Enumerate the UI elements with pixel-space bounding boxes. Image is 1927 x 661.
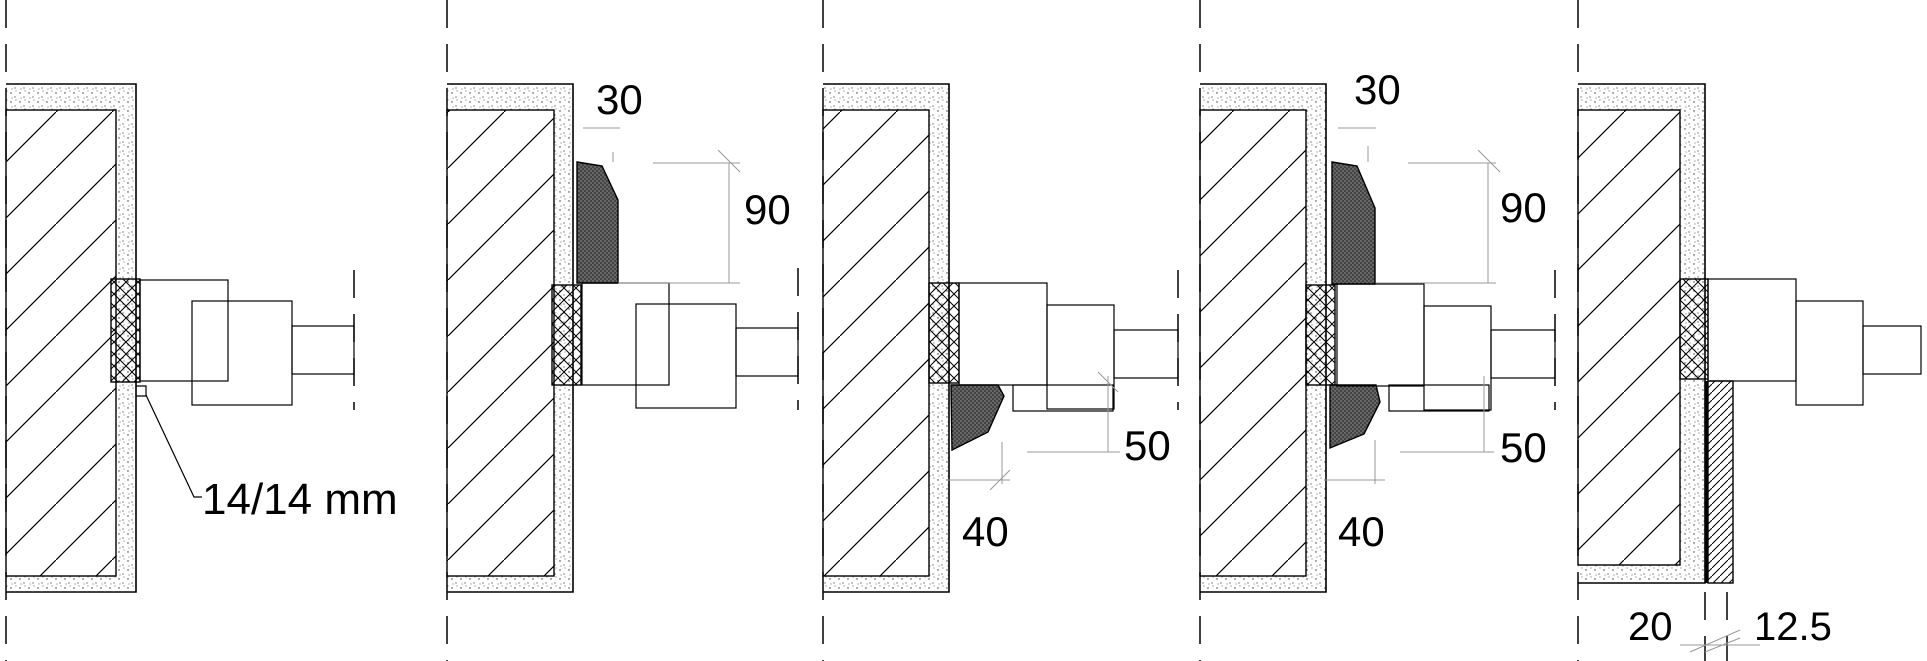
insulation-strip (1679, 278, 1709, 380)
gap-marker (136, 385, 147, 397)
window-sash (635, 303, 737, 409)
sealant-bottom (1329, 384, 1381, 450)
panel-4: 30 90 50 40 (1199, 0, 1556, 661)
dim-label-40: 40 (1338, 508, 1385, 555)
sash-bottom (1388, 384, 1490, 412)
insulation-strip (928, 282, 960, 384)
sealant-top (1331, 161, 1376, 285)
lining-board (1707, 380, 1734, 584)
dim-tick (1477, 149, 1501, 173)
dim-label-12-5: 12.5 (1754, 605, 1832, 649)
glazing (291, 325, 355, 375)
sealant-bottom (950, 384, 1005, 452)
dim-label-90: 90 (1500, 184, 1547, 231)
masonry-wall (5, 109, 117, 577)
window-sash (1423, 305, 1492, 411)
plaster-layer (1578, 84, 1705, 583)
leader-line (145, 394, 202, 498)
glazing (1113, 329, 1179, 379)
glazing (1862, 325, 1922, 375)
masonry-wall (1199, 109, 1307, 577)
plaster-layer (6, 84, 136, 592)
glazing (735, 327, 799, 377)
dim-label-30: 30 (596, 76, 643, 123)
dim-label-50: 50 (1124, 422, 1171, 469)
panel-2: 30 90 (446, 0, 799, 661)
plaster-layer (1200, 84, 1326, 592)
dim-label-20: 20 (1628, 605, 1673, 649)
dim-label-90: 90 (744, 186, 791, 233)
masonry-wall (1577, 109, 1681, 566)
panel-3: 50 40 (822, 0, 1179, 661)
sash-bottom (1012, 384, 1114, 412)
window-sash (191, 300, 293, 406)
dim-label-40: 40 (962, 508, 1009, 555)
masonry-wall (822, 109, 930, 577)
insulation-strip (551, 284, 582, 386)
plaster-layer (823, 84, 949, 592)
dim-tick (989, 469, 1011, 491)
plaster-layer (447, 84, 573, 592)
panel-1: 14/14 mm (5, 0, 398, 661)
window-frame (1707, 278, 1797, 382)
masonry-wall (446, 109, 555, 577)
dim-label-50: 50 (1500, 424, 1547, 471)
dim-tick (717, 149, 741, 173)
glazing (1490, 329, 1556, 379)
window-sash (1046, 304, 1115, 410)
window-sash (1795, 300, 1864, 406)
window-frame (139, 279, 229, 382)
dim-label-30: 30 (1354, 66, 1401, 113)
sealant-top (576, 161, 619, 284)
insulation-strip (1305, 284, 1336, 386)
gap-label: 14/14 mm (202, 475, 398, 524)
window-frame (581, 282, 670, 386)
board-edge (1705, 381, 1708, 583)
panel-5: 20 12.5 (1577, 0, 1922, 661)
window-frame (958, 282, 1048, 386)
dim-tick (1689, 629, 1741, 653)
insulation-strip (110, 278, 141, 383)
window-frame (1336, 283, 1425, 387)
dim-tick (1097, 371, 1119, 393)
